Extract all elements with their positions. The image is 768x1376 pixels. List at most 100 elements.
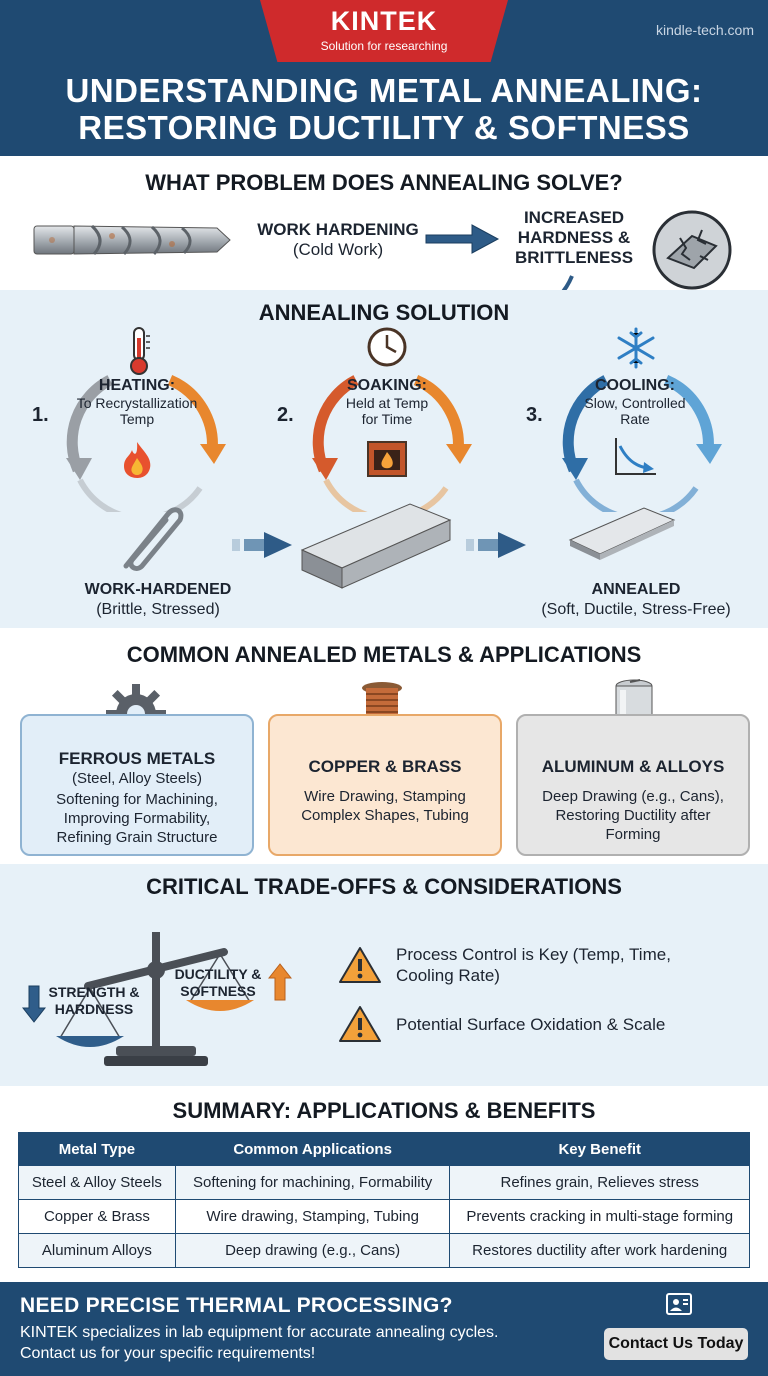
table-row: Aluminum Alloys Deep drawing (e.g., Cans… [18, 1233, 750, 1268]
ductility-line-2: SOFTNESS [180, 983, 256, 999]
page-title-line-2: RESTORING DUCTILITY & SOFTNESS [78, 109, 690, 146]
step-1-text: HEATING: To Recrystallization Temp [62, 376, 212, 427]
contact-icon [666, 1293, 692, 1315]
table-header: Key Benefit [449, 1132, 750, 1166]
table-cell: Refines grain, Relieves stress [449, 1165, 750, 1200]
solution-title: ANNEALING SOLUTION [258, 300, 510, 325]
warning-surface-oxidation: Potential Surface Oxidation & Scale [338, 1004, 738, 1044]
annealed-label: ANNEALED (Soft, Ductile, Stress-Free) [514, 580, 758, 620]
increased-hardness-line-2: HARDNESS & [517, 228, 631, 247]
step-1-title: HEATING: [98, 377, 176, 394]
copper-brass-card: COPPER & BRASS Wire Drawing, Stamping Co… [268, 714, 502, 856]
increased-hardness-line-1: INCREASED [523, 208, 625, 227]
ductility-softness-label: DUCTILITY & SOFTNESS [170, 966, 266, 1000]
ferrous-desc-line-3: Refining Grain Structure [56, 829, 218, 846]
work-hardening-title: WORK HARDENING [257, 220, 419, 239]
warning-1-line-1: Process Control is Key (Temp, Time, [396, 945, 671, 964]
cooling-graph-icon [615, 438, 656, 475]
annealed-title: ANNEALED [591, 581, 681, 598]
summary-section: SUMMARY: APPLICATIONS & BENEFITS Metal T… [0, 1086, 768, 1282]
step-1-number: 1. [32, 404, 49, 426]
aluminum-desc-line-1: Deep Drawing (e.g., Cans), [542, 788, 724, 805]
strength-hardness-label: STRENGTH & HARDNESS [44, 984, 144, 1018]
work-hardened-title: WORK-HARDENED [84, 581, 232, 598]
tradeoffs-section: CRITICAL TRADE-OFFS & CONSIDERATIONS STR… [0, 864, 768, 1086]
step-3-text: COOLING: Slow, Controlled Rate [560, 376, 710, 427]
ferrous-desc-line-1: Softening for Machining, [56, 791, 218, 808]
snowflake-icon [617, 327, 655, 369]
summary-table: Metal Type Common Applications Key Benef… [18, 1132, 750, 1268]
footer-line-1: KINTEK specializes in lab equipment for … [20, 1324, 499, 1341]
ductility-line-1: DUCTILITY & [174, 966, 262, 982]
annealed-sub: (Soft, Ductile, Stress-Free) [541, 601, 731, 618]
ferrous-metals-card: FERROUS METALS (Steel, Alloy Steels) Sof… [20, 714, 254, 856]
step-2-line-2: for Time [361, 411, 413, 427]
copper-desc-line-2: Complex Shapes, Tubing [301, 807, 469, 824]
table-cell: Wire drawing, Stamping, Tubing [174, 1199, 451, 1234]
heating-cycle-ring [66, 374, 226, 512]
footer-title: NEED PRECISE THERMAL PROCESSING? [20, 1294, 453, 1317]
work-hardening-sub: (Cold Work) [292, 240, 384, 259]
tradeoffs-title: CRITICAL TRADE-OFFS & CONSIDERATIONS [146, 874, 622, 899]
footer-line-2: Contact us for your specific requirement… [20, 1345, 316, 1362]
metals-title: COMMON ANNEALED METALS & APPLICATIONS [126, 642, 642, 667]
work-hardening-label: WORK HARDENING (Cold Work) [244, 220, 432, 260]
table-cell: Prevents cracking in multi-stage forming [449, 1199, 750, 1234]
copper-desc-line-1: Wire Drawing, Stamping [304, 788, 466, 805]
soaking-cycle-ring [312, 374, 472, 512]
aluminum-desc: Deep Drawing (e.g., Cans), Restoring Duc… [518, 787, 748, 844]
table-row: Steel & Alloy Steels Softening for machi… [18, 1165, 750, 1200]
summary-title: SUMMARY: APPLICATIONS & BENEFITS [172, 1098, 596, 1123]
table-header: Metal Type [18, 1132, 176, 1166]
step-2-number: 2. [277, 404, 294, 426]
arrow-up-icon [268, 963, 292, 1001]
annealed-sheet-icon [568, 507, 676, 560]
step-2-title: SOAKING: [347, 377, 427, 394]
warning-icon [339, 947, 381, 983]
table-cell: Steel & Alloy Steels [18, 1165, 176, 1200]
ferrous-desc-line-2: Improving Formability, [63, 810, 211, 827]
arrow-right-icon [466, 532, 526, 558]
metal-bar-icon [300, 503, 452, 589]
flame-icon [124, 442, 151, 478]
annealing-solution-section: ANNEALING SOLUTION 1. HEATING: To Recrys… [0, 290, 768, 628]
contact-us-button[interactable]: Contact Us Today [604, 1328, 748, 1360]
ferrous-metals-sub: (Steel, Alloy Steels) [71, 770, 203, 787]
work-hardened-label: WORK-HARDENED (Brittle, Stressed) [58, 580, 258, 620]
warning-1-line-2: Cooling Rate) [396, 966, 500, 985]
furnace-icon [367, 441, 407, 477]
drill-bit-icon [33, 224, 231, 256]
step-2-text: SOAKING: Held at Temp for Time [312, 376, 462, 427]
brand-name: KINTEK [330, 6, 438, 36]
arrow-right-icon [232, 532, 292, 558]
header-banner: KINTEK Solution for researching kindle-t… [0, 0, 768, 156]
table-cell: Softening for machining, Formability [174, 1165, 451, 1200]
footer-cta: NEED PRECISE THERMAL PROCESSING? KINTEK … [0, 1282, 768, 1376]
step-3-line-2: Rate [620, 411, 650, 427]
site-url[interactable]: kindle-tech.com [655, 22, 754, 38]
warning-icon [339, 1006, 381, 1042]
table-cell: Deep drawing (e.g., Cans) [174, 1233, 451, 1268]
clock-icon [367, 327, 407, 367]
aluminum-desc-line-2: Restoring Ductility after [555, 807, 711, 824]
warning-surface-oxidation-text: Potential Surface Oxidation & Scale [396, 1014, 666, 1034]
warning-process-control-text: Process Control is Key (Temp, Time, Cool… [396, 944, 671, 986]
work-hardened-sub: (Brittle, Stressed) [96, 601, 220, 618]
cracked-metal-icon [652, 210, 732, 290]
step-2-line-1: Held at Temp [345, 395, 429, 411]
table-header: Common Applications [174, 1132, 451, 1166]
increased-hardness-label: INCREASED HARDNESS & BRITTLENESS [500, 208, 648, 268]
table-cell: Restores ductility after work hardening [449, 1233, 750, 1268]
table-cell: Copper & Brass [18, 1199, 176, 1234]
ferrous-metals-desc: Softening for Machining, Improving Forma… [22, 790, 252, 847]
strength-line-2: HARDNESS [54, 1001, 134, 1017]
thermometer-icon [130, 327, 150, 375]
brand-logo[interactable]: KINTEK Solution for researching [260, 0, 508, 62]
cooling-cycle-ring [562, 374, 722, 512]
table-cell: Aluminum Alloys [18, 1233, 176, 1268]
table-header-row: Metal Type Common Applications Key Benef… [18, 1132, 750, 1166]
increased-hardness-line-3: BRITTLENESS [514, 248, 634, 267]
strength-line-1: STRENGTH & [48, 984, 140, 1000]
ferrous-metals-title: FERROUS METALS [58, 749, 216, 768]
balance-scale-icon [56, 932, 254, 1066]
